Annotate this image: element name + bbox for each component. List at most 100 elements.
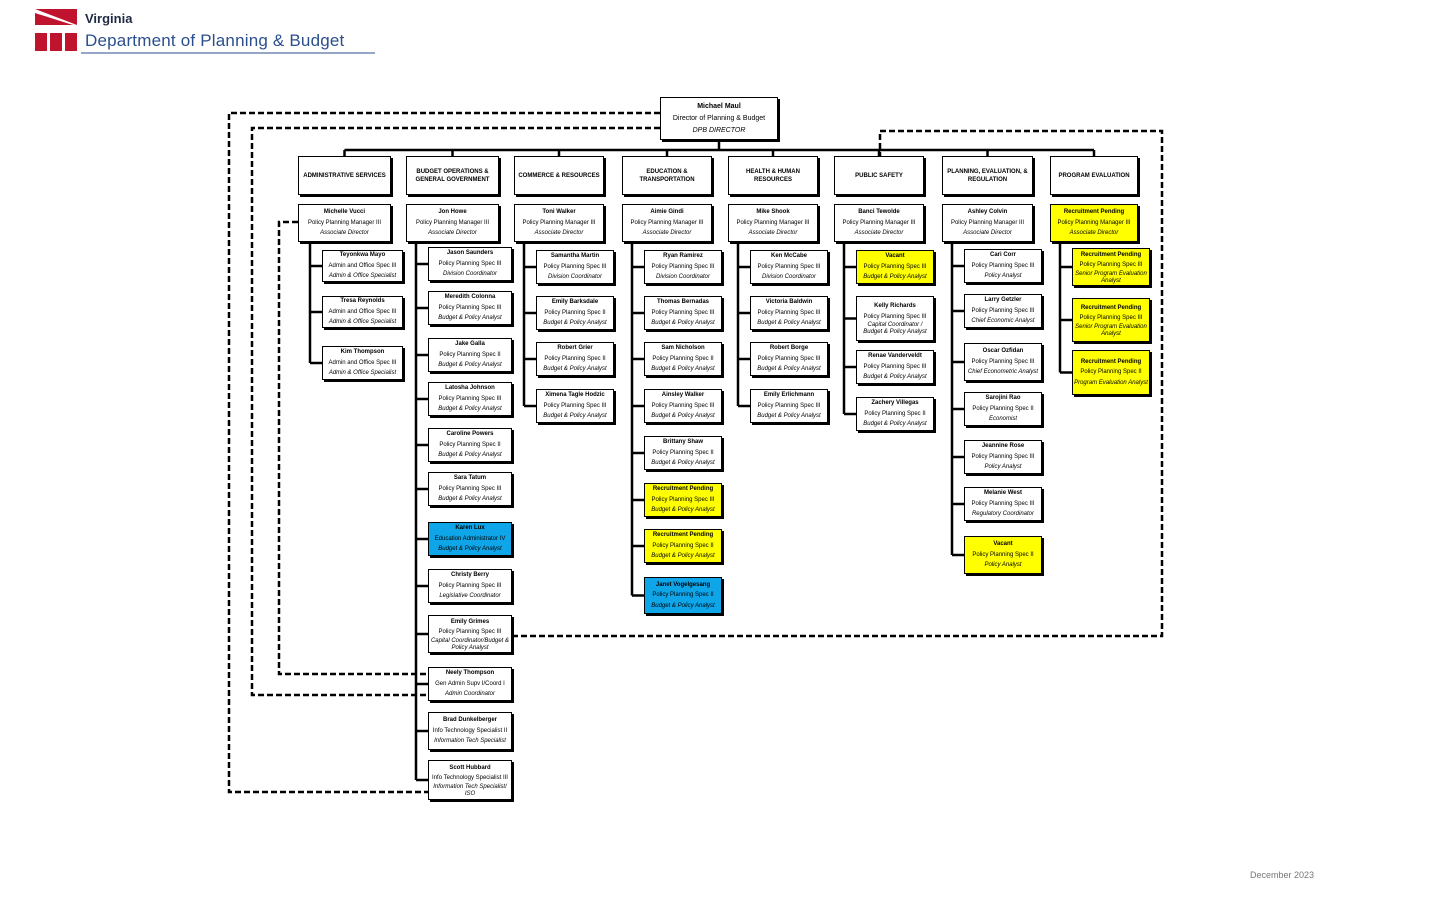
division-header[interactable]: PUBLIC SAFETY	[834, 156, 924, 195]
position-title: Policy Planning Spec III	[757, 309, 821, 316]
division-header[interactable]: BUDGET OPERATIONS & GENERAL GOVERNMENT	[406, 156, 499, 195]
position-title: Policy Planning Spec III	[543, 263, 607, 270]
division-header[interactable]: HEALTH & HUMAN RESOURCES	[728, 156, 818, 195]
position-role: Budget & Policy Analyst	[438, 496, 502, 503]
position-title: Policy Planning Spec III	[651, 402, 715, 409]
position-name: Aimie Gindi	[650, 209, 684, 216]
position-role: Budget & Policy Analyst	[863, 274, 927, 281]
position-role: Policy Analyst	[984, 464, 1022, 471]
division-header[interactable]: COMMERCE & RESOURCES	[514, 156, 604, 195]
position-role: Capital Coordinator/Budget & Policy Anal…	[430, 637, 510, 651]
position-title: Policy Planning Spec III	[971, 500, 1035, 507]
position-title: Policy Planning Spec III	[757, 263, 821, 270]
position-name: Sam Nicholson	[661, 345, 705, 352]
position-title: Policy Planning Spec III	[438, 485, 502, 492]
division-header[interactable]: PROGRAM EVALUATION	[1050, 156, 1138, 195]
position-name: Sara Tatum	[453, 475, 487, 482]
position-role: Budget & Policy Analyst	[543, 320, 607, 327]
position-role: Associate Director	[854, 230, 904, 237]
division-header[interactable]: ADMINISTRATIVE SERVICES	[298, 156, 391, 195]
position-role: Associate Director	[320, 230, 369, 237]
position-role: Budget & Policy Analyst	[651, 413, 715, 420]
position-name: Kim Thompson	[340, 349, 385, 356]
position-role: Chief Economic Analyst	[971, 318, 1035, 325]
position-role: Budget & Policy Analyst	[651, 553, 715, 560]
division-header[interactable]: EDUCATION & TRANSPORTATION	[622, 156, 712, 195]
dotted-line-capital-public-safety	[512, 129, 1164, 638]
division-header[interactable]: PLANNING, EVALUATION, & REGULATION	[942, 156, 1033, 195]
position-title: Policy Planning Spec III	[757, 402, 821, 409]
position-role: Admin & Office Specialist	[328, 273, 397, 280]
position-name: Ken McCabe	[770, 253, 807, 260]
position-name: Emily Grimes	[450, 618, 490, 625]
position-role: Associate Director	[428, 230, 477, 237]
position-name: Victoria Baldwin	[765, 299, 813, 306]
position-title: Policy Planning Manager III	[522, 219, 596, 226]
position-title: Policy Planning Manager III	[842, 219, 916, 226]
position-title: Policy Planning Spec III	[971, 358, 1035, 365]
position-role: Budget & Policy Analyst	[438, 315, 502, 322]
position-role: Associate Director	[1069, 230, 1119, 237]
position-name: Michael Maul	[697, 102, 741, 110]
position-name: Brad Dunkelberger	[442, 717, 497, 724]
position-name: Janet Vogelgesang	[655, 581, 711, 588]
position-title: Director of Planning & Budget	[672, 114, 766, 122]
position-name: Cari Corr	[989, 252, 1016, 259]
